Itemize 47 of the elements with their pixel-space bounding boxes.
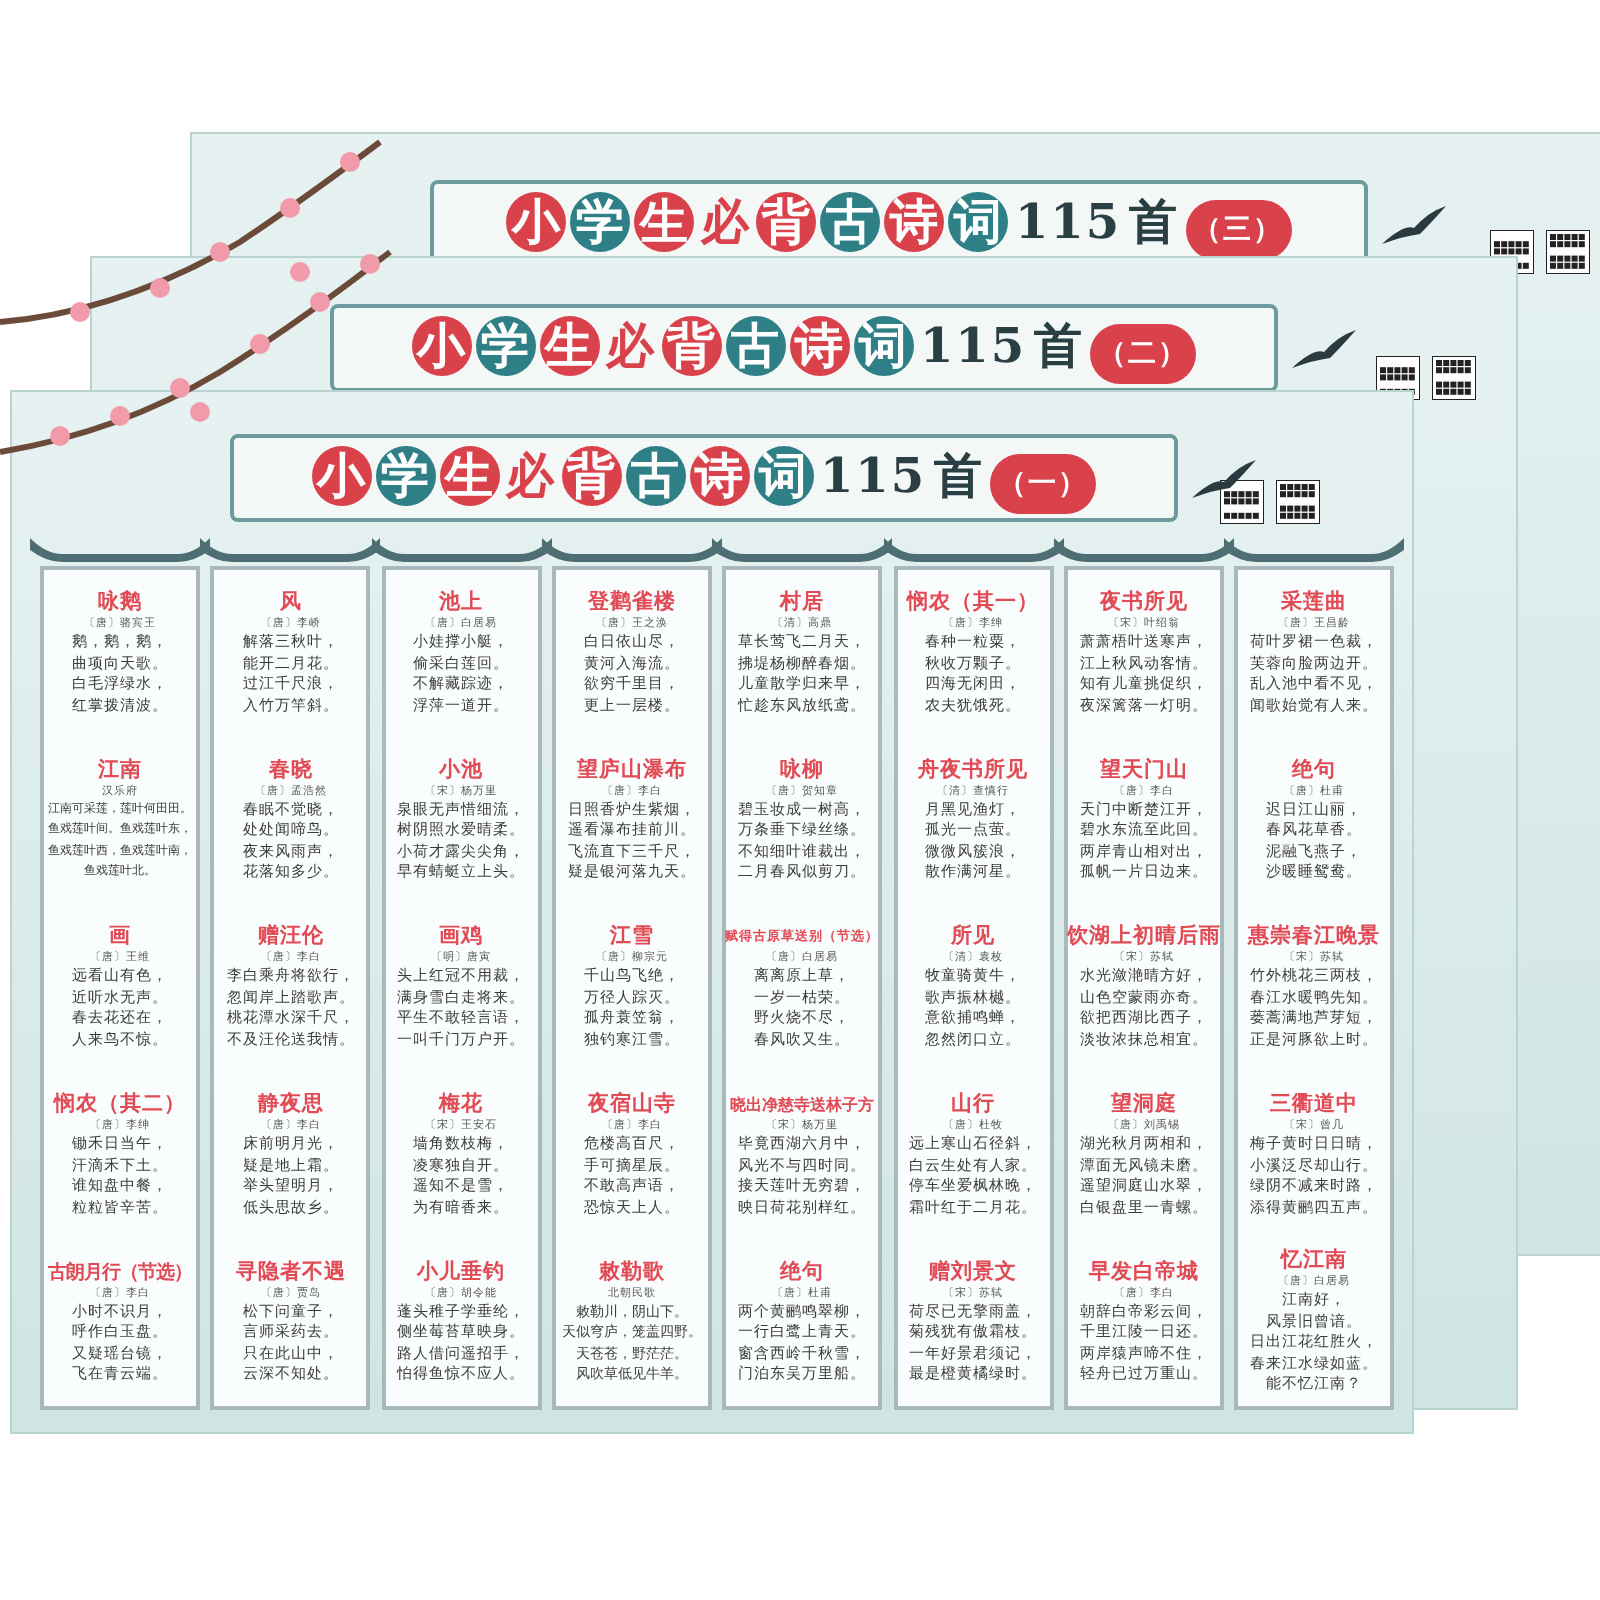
poem-title: 赠汪伦	[257, 924, 324, 951]
poem-title: 画	[109, 924, 131, 951]
poem-title: 夜书所见	[1099, 590, 1188, 617]
scroll-panel	[381, 566, 542, 1410]
scroll-panel	[1234, 566, 1395, 1410]
poem-title: 望庐山瀑布	[576, 757, 687, 784]
poem-title: 古朗月行（节选）	[48, 1259, 192, 1286]
poem-title: 池上	[439, 590, 484, 617]
poem-title: 村居	[780, 590, 825, 617]
scroll-panel	[722, 566, 883, 1410]
poem-title: 采莲曲	[1281, 590, 1348, 617]
poem-title: 寻隐者不遇	[235, 1259, 346, 1286]
poem-title: 惠崇春江晚景	[1248, 924, 1381, 951]
poem-title: 绝句	[1292, 757, 1337, 784]
poem-title: 江雪	[609, 924, 654, 951]
poem-title: 望天门山	[1099, 757, 1188, 784]
scroll-panel	[893, 566, 1053, 1410]
scroll-panel	[210, 566, 371, 1410]
poem-title: 舟夜书所见	[918, 757, 1028, 784]
poem-title: 绝句	[780, 1259, 825, 1286]
poem-title: 忆江南	[1281, 1248, 1348, 1275]
poem-title: 晓出净慈寺送林子方	[730, 1092, 875, 1119]
poem-title: 三衢道中	[1270, 1092, 1359, 1119]
poem-title: 山行	[951, 1092, 995, 1119]
poem-title: 悯农（其二）	[54, 1092, 186, 1119]
poem-title: 夜宿山寺	[587, 1092, 676, 1119]
poem-title: 早发白帝城	[1088, 1259, 1199, 1286]
poem-title: 所见	[951, 924, 995, 951]
poem-title: 小池	[439, 757, 484, 784]
scroll-panel	[1063, 566, 1224, 1410]
poem-title: 登鹳雀楼	[587, 590, 676, 617]
scroll-panel	[551, 566, 712, 1410]
poem-title: 咏柳	[780, 757, 825, 784]
poem-title: 敕勒歌	[598, 1259, 665, 1286]
scroll-panel	[40, 566, 200, 1410]
poem-title: 春晓	[268, 757, 313, 784]
poem-title: 悯农（其一）	[907, 590, 1039, 617]
poem-title: 赠刘景文	[929, 1259, 1017, 1286]
poem-title: 静夜思	[257, 1092, 324, 1119]
poem-title: 小儿垂钓	[417, 1259, 506, 1286]
poem-title: 画鸡	[439, 924, 484, 951]
poem-title: 风	[279, 590, 302, 617]
poem-title: 咏鹅	[98, 590, 142, 617]
poem-title: 江南	[98, 757, 142, 784]
poem-title: 饮湖上初晴后雨	[1066, 924, 1221, 951]
poem-title: 望洞庭	[1110, 1092, 1177, 1119]
poem-title: 梅花	[439, 1092, 484, 1119]
